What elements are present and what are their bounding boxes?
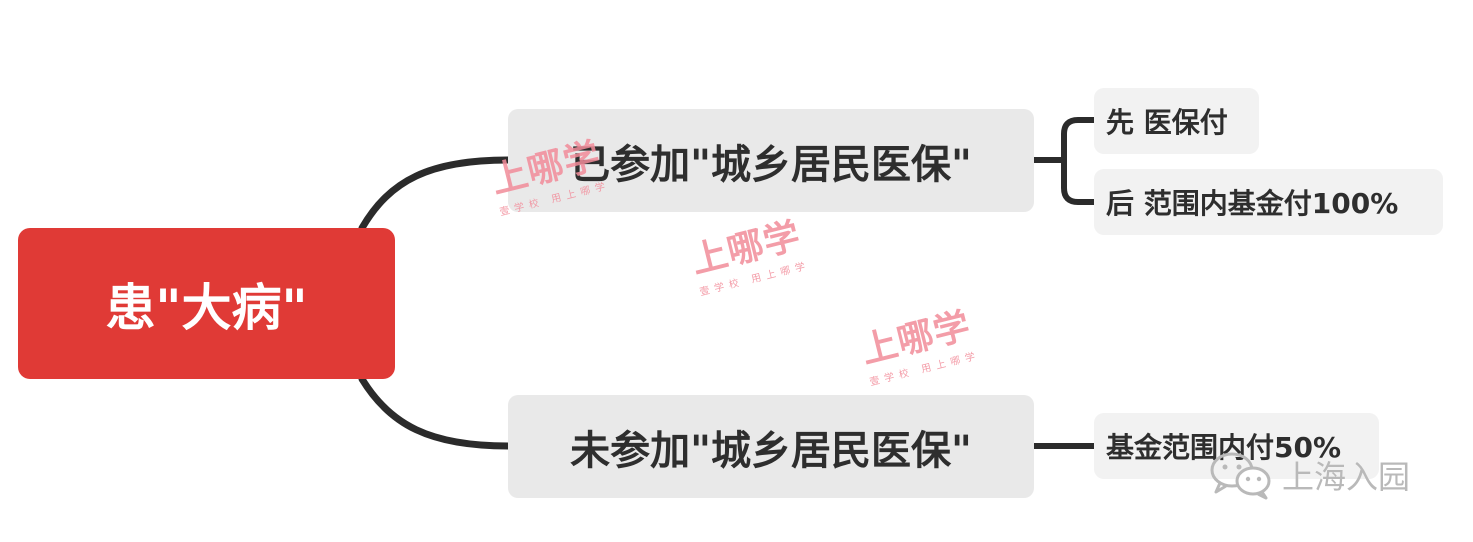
- root-node[interactable]: 患"大病": [18, 228, 395, 379]
- brand-watermark: 上海入园: [1208, 450, 1410, 500]
- leaf-node-label: 先 医保付: [1106, 106, 1228, 139]
- leaf-node-fund-100[interactable]: 后 范围内基金付100%: [1094, 169, 1443, 235]
- leaf-node-label: 后 范围内基金付100%: [1106, 187, 1399, 220]
- connector-root-branch-1: [358, 156, 512, 232]
- branch-node-not-enrolled[interactable]: 未参加"城乡居民医保": [508, 395, 1034, 498]
- connector-branch-1-leaves: [1031, 117, 1097, 205]
- branch-node-label: 未参加"城乡居民医保": [570, 427, 972, 474]
- brand-name: 上海入园: [1282, 458, 1411, 496]
- root-node-label: 患"大病": [105, 278, 308, 337]
- branch-node-enrolled[interactable]: 已参加"城乡居民医保": [508, 109, 1034, 212]
- leaf-node-label: 基金范围内付50%: [1106, 431, 1342, 464]
- connector-root-branch-2: [358, 375, 512, 450]
- wechat-icon: [1210, 452, 1271, 500]
- branch-node-label: 已参加"城乡居民医保": [570, 141, 972, 188]
- leaf-node-fund-50[interactable]: 基金范围内付50%: [1094, 413, 1379, 479]
- leaf-node-insurance-first[interactable]: 先 医保付: [1094, 88, 1259, 154]
